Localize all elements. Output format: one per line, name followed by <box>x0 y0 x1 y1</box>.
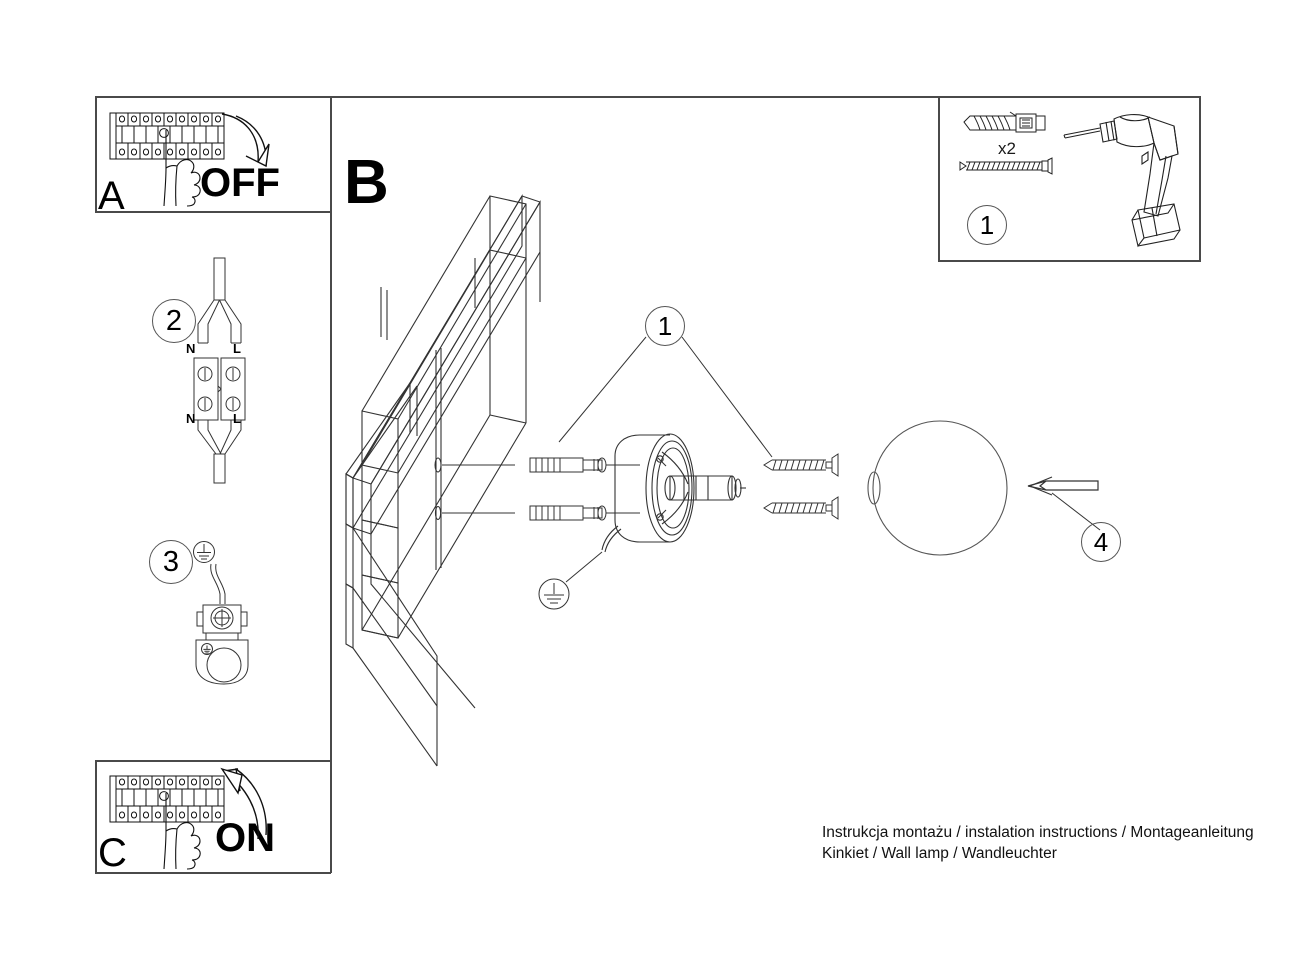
box-c-top-rule <box>95 760 331 762</box>
terminal-label-n-top: N <box>186 341 196 356</box>
caption-line-1: Instrukcja montażu / instalation instruc… <box>822 824 1254 841</box>
terminal-label-l-bottom: L <box>233 411 241 426</box>
screw-icon <box>959 157 1056 175</box>
box-c-right-rule <box>330 760 332 873</box>
power-word-on: ON <box>215 816 275 860</box>
section-letter-c: C <box>98 831 127 875</box>
arrow-left-icon <box>1027 476 1099 496</box>
box-a-bottom-rule <box>95 211 331 213</box>
section-letter-a: A <box>98 174 125 218</box>
step-badge-3: 3 <box>149 540 193 584</box>
step-badge-tools-1: 1 <box>967 205 1007 245</box>
wall-plug-anchor-upper <box>529 457 640 473</box>
wall-plug-anchor-lower <box>529 505 640 521</box>
curved-arrow-up-icon-c <box>216 765 276 843</box>
wall-slab-main <box>361 195 527 639</box>
box-a-left-rule <box>95 96 97 212</box>
earth-ground-symbol-icon-section-b <box>538 551 603 610</box>
curved-arrow-down-icon-a <box>216 110 276 188</box>
terminal-label-l-top: L <box>233 341 241 356</box>
mounting-screw-lower <box>763 496 839 520</box>
earth-ground-symbol-icon-step3 <box>190 538 218 566</box>
mounting-screw-upper <box>763 453 839 477</box>
circuit-breaker-panel-a <box>108 107 233 165</box>
glass-globe-shade-icon <box>867 420 1008 556</box>
quantity-label-x2: x2 <box>998 139 1016 158</box>
centre-left-divider-rule <box>330 211 332 761</box>
box-c-bottom-rule <box>95 872 331 874</box>
wall-slab <box>345 194 541 767</box>
caption-line-2: Kinkiet / Wall lamp / Wandleuchter <box>822 845 1057 862</box>
wall-mount-exploded-view <box>340 190 1140 810</box>
pointing-hand-icon-a <box>156 128 208 207</box>
box-c-left-rule <box>95 760 97 873</box>
step-badge-2: 2 <box>152 299 196 343</box>
frame-top-rule <box>95 96 1201 98</box>
wall-plug-anchor-icon <box>960 110 1050 136</box>
box-tools-left-rule <box>938 96 940 261</box>
step-badge-4: 4 <box>1081 522 1121 562</box>
terminal-block-wiring-diagram <box>186 257 256 484</box>
wall-mounting-holes <box>434 457 515 520</box>
lamp-cylinder-body-icon <box>601 433 746 553</box>
step-badge-mounting-1: 1 <box>645 306 685 346</box>
pointing-hand-icon-c <box>156 791 208 870</box>
leader-lines-step-1 <box>558 336 773 458</box>
ground-terminal-screw-icon <box>180 560 262 685</box>
box-a-right-rule <box>330 96 332 212</box>
circuit-breaker-panel-c <box>108 770 233 828</box>
box-tools-bottom-rule <box>938 260 1201 262</box>
power-drill-icon <box>1062 108 1187 248</box>
terminal-label-n-bottom: N <box>186 411 196 426</box>
power-word-off: OFF <box>200 161 280 205</box>
box-tools-right-rule <box>1199 96 1201 261</box>
section-letter-b: B <box>344 148 389 217</box>
